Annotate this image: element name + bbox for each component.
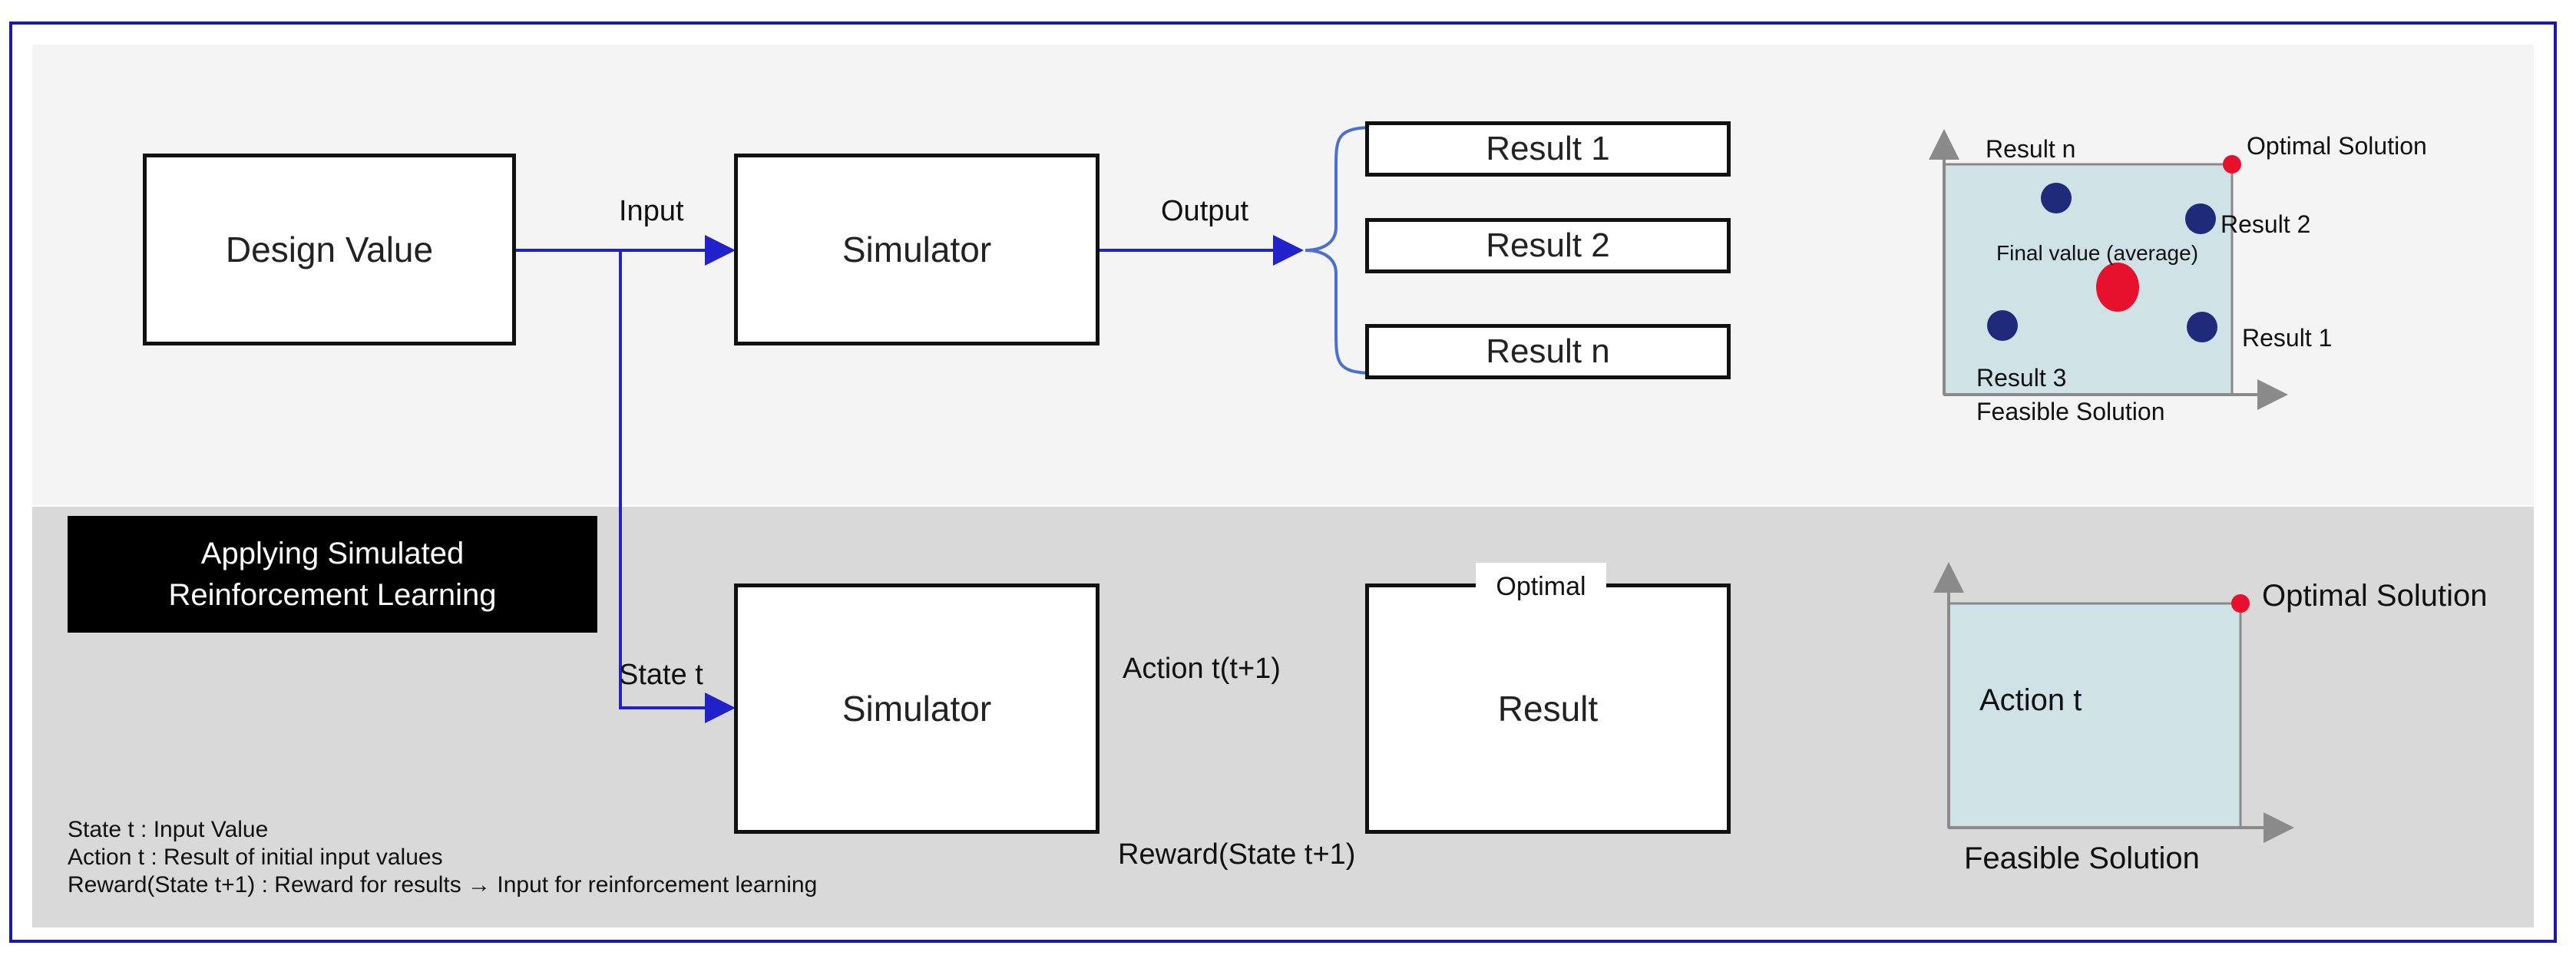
- point-optimal-bottom: [2231, 594, 2250, 613]
- banner-line-1: Applying Simulated: [200, 537, 465, 570]
- action-label: Action t(t+1): [1123, 653, 1281, 685]
- scatter-label-result-3: Result 3: [1976, 364, 2067, 392]
- state-t-label: State t: [619, 659, 703, 691]
- results-brace: [1305, 126, 1375, 375]
- scatter-label-result-n: Result n: [1986, 135, 2076, 163]
- state-arrow: [619, 250, 736, 723]
- result-1-box: Result 1: [1365, 121, 1731, 177]
- point-result-1: [2187, 312, 2217, 342]
- legend-line-3: Reward(State t+1) : Reward for results →…: [68, 872, 818, 898]
- result-label: Result: [1497, 689, 1599, 729]
- feasible-region: [1943, 163, 2234, 396]
- top-scatter-plot: [1929, 129, 2288, 410]
- input-label: Input: [619, 195, 684, 227]
- legend-line-1: State t : Input Value: [68, 817, 269, 842]
- scatter-label-result-1: Result 1: [2242, 324, 2333, 352]
- result-2-box: Result 2: [1365, 218, 1731, 273]
- scatter-label-action-t: Action t: [1979, 683, 2082, 717]
- result-n-box: Result n: [1365, 324, 1731, 379]
- design-value-box: Design Value: [143, 154, 516, 345]
- simulator-box-bottom: Simulator: [734, 583, 1100, 834]
- scatter-label-feasible-top: Feasible Solution: [1976, 398, 2165, 425]
- point-optimal-top: [2223, 155, 2241, 174]
- point-result-2: [2185, 203, 2216, 234]
- bottom-scatter-plot: [1933, 562, 2294, 843]
- point-result-n: [2041, 183, 2072, 213]
- scatter-label-result-2: Result 2: [2221, 210, 2311, 238]
- result-1-label: Result 1: [1486, 130, 1610, 167]
- reward-label: Reward(State t+1): [1118, 838, 1356, 871]
- point-result-3: [1987, 310, 2018, 341]
- scatter-label-optimal-top: Optimal Solution: [2247, 132, 2427, 160]
- design-value-label: Design Value: [225, 230, 434, 269]
- result-2-label: Result 2: [1486, 226, 1610, 264]
- simulator-box-top: Simulator: [734, 154, 1100, 345]
- banner-line-2: Reinforcement Learning: [168, 578, 497, 612]
- feasible-region-bottom: [1947, 602, 2242, 829]
- scatter-label-feasible-bottom: Feasible Solution: [1964, 841, 2200, 875]
- applying-srl-banner: Applying Simulated Reinforcement Learnin…: [68, 516, 597, 633]
- scatter-label-final-value: Final value (average): [1996, 241, 2199, 265]
- point-final-value: [2096, 263, 2139, 312]
- simulator-label-top: Simulator: [842, 230, 992, 269]
- simulator-label-bottom: Simulator: [842, 689, 992, 729]
- result-box: Result: [1365, 583, 1731, 834]
- legend-line-2: Action t : Result of initial input value…: [68, 845, 443, 870]
- scatter-label-optimal-bottom: Optimal Solution: [2262, 579, 2488, 613]
- output-label: Output: [1161, 195, 1249, 227]
- result-n-label: Result n: [1486, 332, 1610, 370]
- optimal-tag: Optimal: [1476, 563, 1606, 610]
